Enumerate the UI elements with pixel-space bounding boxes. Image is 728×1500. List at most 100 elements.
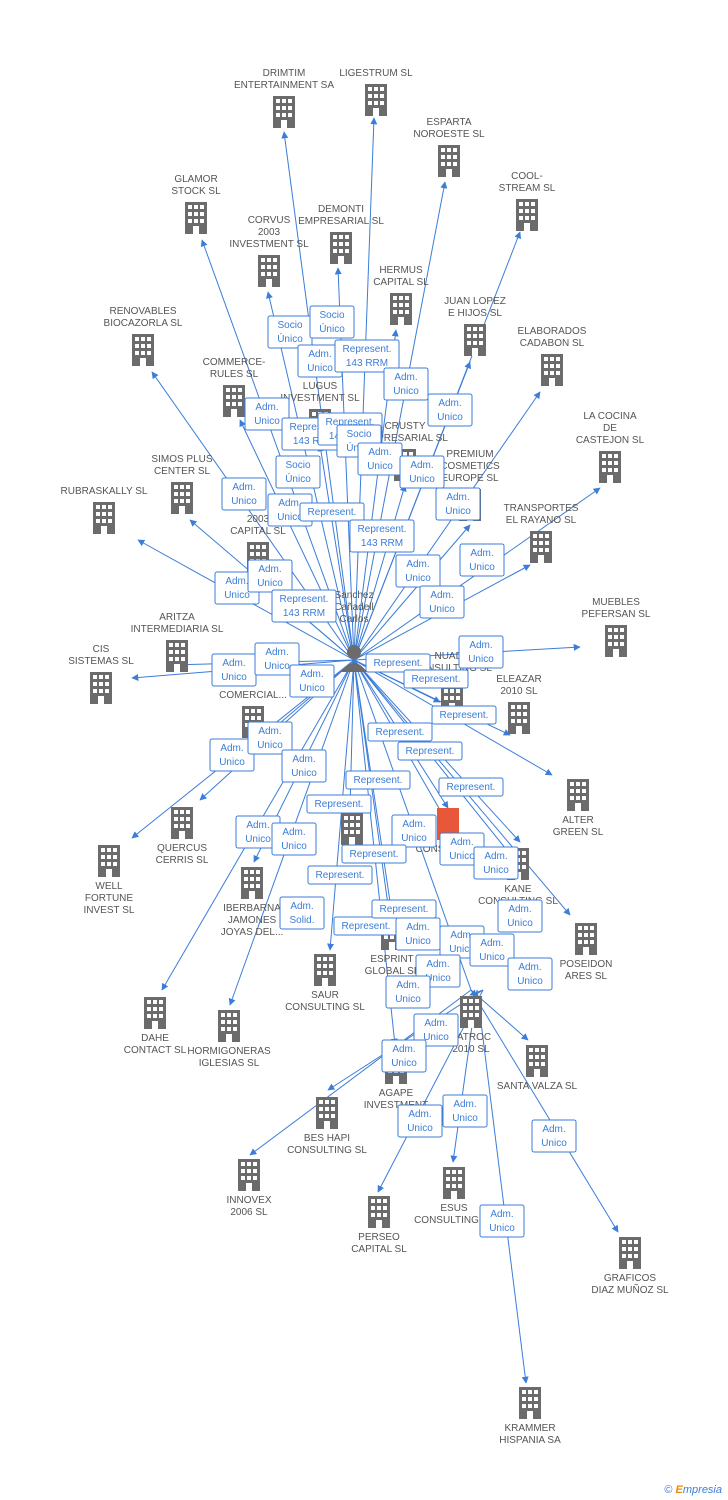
edge-line <box>353 391 541 661</box>
company-name: 2003 <box>258 227 281 238</box>
edge-label-text: Represent. <box>315 799 364 810</box>
company-name: LUGUS <box>303 381 338 392</box>
company-name: HERMUS <box>379 265 423 276</box>
building-icon <box>171 807 193 839</box>
edge-label: Adm. Unico <box>271 822 317 856</box>
edge-label-text: Represent. <box>376 727 425 738</box>
company-name: ALTER <box>562 815 594 826</box>
company-name: 2006 SL <box>230 1207 268 1218</box>
edge-label-text: Unico <box>264 661 290 672</box>
edge-label: Adm.Unico <box>297 344 343 378</box>
company-name: SIMOS PLUS <box>151 454 212 465</box>
edge-label-text: Adm. <box>484 851 507 862</box>
company-name: STOCK SL <box>171 186 221 197</box>
edge-label-text: Unico <box>277 512 303 523</box>
edge-label: Adm.Unico <box>385 975 431 1009</box>
edge-label-text: Unico <box>281 841 307 852</box>
edge-label-text: Adm. <box>450 837 473 848</box>
edge-line <box>317 444 355 661</box>
edge-label-text: Adm. <box>426 959 449 970</box>
company-name: GLOBAL SL <box>365 966 420 977</box>
edge-label-text: Adm. <box>225 576 248 587</box>
company-node[interactable]: COMMERCE-RULES SL <box>203 357 266 417</box>
person-name: Carlos <box>340 614 369 625</box>
building-icon <box>368 1196 390 1228</box>
edge-label-text: Represent. <box>316 870 365 881</box>
edge-label: Adm.Unico <box>507 957 553 991</box>
company-name: IGLESIAS SL <box>199 1058 260 1069</box>
edge-label-text: Adm. <box>282 827 305 838</box>
edge-label-text: Unico <box>291 768 317 779</box>
edge-label-text: Unico <box>393 386 419 397</box>
edge-label-text: Unico <box>425 973 451 984</box>
edge-label-text: Adm. <box>392 1044 415 1055</box>
edge-label-text: Unico <box>483 865 509 876</box>
edge-label: Adm. Unico <box>473 846 519 880</box>
company-name: INNOVEX <box>226 1195 271 1206</box>
building-icon <box>341 813 363 845</box>
edge-label: Represent. <box>365 653 431 673</box>
edge-label: Represent.143 RRM <box>271 589 337 623</box>
edge-label-text: Unico <box>407 1123 433 1134</box>
company-name: EL RAYANO SL <box>506 515 577 526</box>
edge-label-text: Unico <box>468 654 494 665</box>
company-node[interactable]: RUBRASKALLY SL <box>61 486 148 534</box>
edge-label: Represent. <box>333 916 399 936</box>
company-node[interactable]: COOL-STREAM SL <box>499 171 556 231</box>
copyright-footer: ©Empresia <box>664 1484 722 1496</box>
company-node[interactable]: COMERCIAL... <box>219 690 287 738</box>
edge-label-text: Adm. <box>402 819 425 830</box>
edge-label: Adm.Unico <box>244 397 290 431</box>
company-node[interactable]: LIGESTRUM SL <box>339 68 413 116</box>
company-name: JOYAS DEL... <box>221 927 284 938</box>
edge-label-text: Represent. <box>308 507 357 518</box>
company-node[interactable]: SANTA VALZA SL <box>497 1045 578 1092</box>
company-name: CERRIS SL <box>156 855 209 866</box>
edge-lines <box>131 117 619 1384</box>
edge-label-text: Adm. <box>232 482 255 493</box>
edge-label-text: Unico <box>409 474 435 485</box>
edge-label-text: Adm. <box>278 498 301 509</box>
person-body-icon <box>341 663 367 672</box>
